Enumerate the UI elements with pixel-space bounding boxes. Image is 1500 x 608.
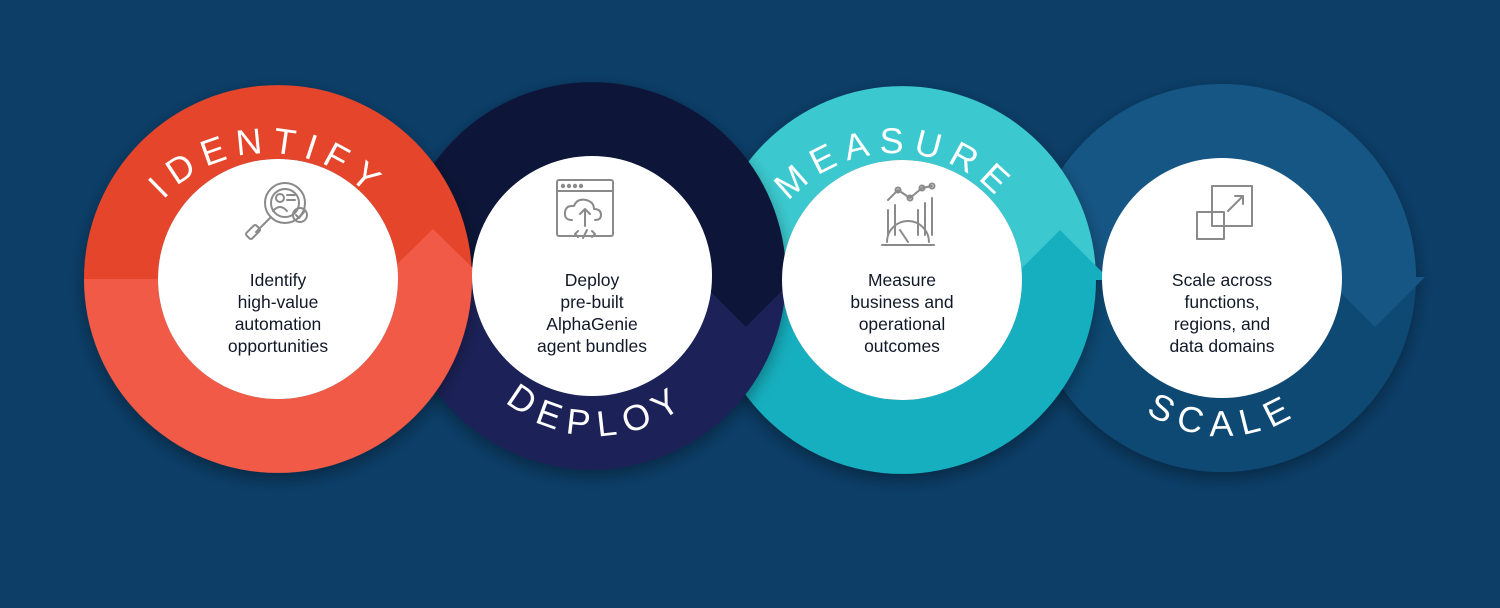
- ring-measure-bottom: [708, 280, 1096, 474]
- ring-identify-bottom: [84, 279, 472, 473]
- step-line: Measure: [867, 270, 937, 290]
- disc-measure: [782, 160, 1022, 400]
- step-line: business and: [850, 292, 954, 312]
- ring-scale-bottom: [1028, 278, 1416, 472]
- step-line: high-value: [237, 292, 319, 312]
- step-line: pre-built: [560, 292, 624, 312]
- ring-identify: [84, 85, 484, 473]
- step-line: outcomes: [864, 336, 940, 356]
- step-text-deploy: Deploy pre-built AlphaGenie agent bundle…: [492, 269, 692, 357]
- step-text-identify: Identify high-value automation opportuni…: [178, 269, 378, 357]
- step-text-measure: Measure business and operational outcome…: [802, 269, 1002, 357]
- disc-scale: [1102, 158, 1342, 398]
- arrow-up-measure: [1010, 230, 1110, 280]
- ring-measure: [708, 86, 1110, 474]
- step-line: automation: [234, 314, 322, 334]
- step-line: agent bundles: [537, 336, 647, 356]
- cloud-upload-window-icon: [556, 179, 614, 239]
- ring-measure-top: [708, 86, 1096, 280]
- step-line: AlphaGenie: [546, 314, 638, 334]
- step-line: regions, and: [1173, 314, 1271, 334]
- ring-identify-top: [84, 85, 472, 279]
- step-line: data domains: [1169, 336, 1275, 356]
- chart-gauge-icon: [881, 182, 936, 246]
- step-line: opportunities: [227, 336, 329, 356]
- scale-squares-arrow-icon: [1196, 185, 1253, 240]
- ring-deploy-bottom: [398, 276, 786, 470]
- step-line: Scale across: [1171, 270, 1273, 290]
- magnifier-profile-check-icon: [245, 182, 308, 240]
- ring-scale-top: [1028, 84, 1416, 278]
- step-line: functions,: [1184, 292, 1260, 312]
- arrow-up-identify: [382, 229, 484, 279]
- ring-deploy: [398, 82, 797, 470]
- arrow-down-scale: [1325, 277, 1425, 327]
- ring-deploy-top: [398, 82, 786, 276]
- step-line: Identify: [249, 270, 307, 290]
- disc-deploy: [472, 156, 712, 396]
- step-line: Deploy: [564, 270, 620, 290]
- disc-identify: [158, 159, 398, 399]
- step-text-scale: Scale across functions, regions, and dat…: [1122, 269, 1322, 357]
- arrow-down-deploy: [695, 276, 797, 327]
- step-line: operational: [858, 314, 946, 334]
- ring-scale: [1028, 84, 1425, 472]
